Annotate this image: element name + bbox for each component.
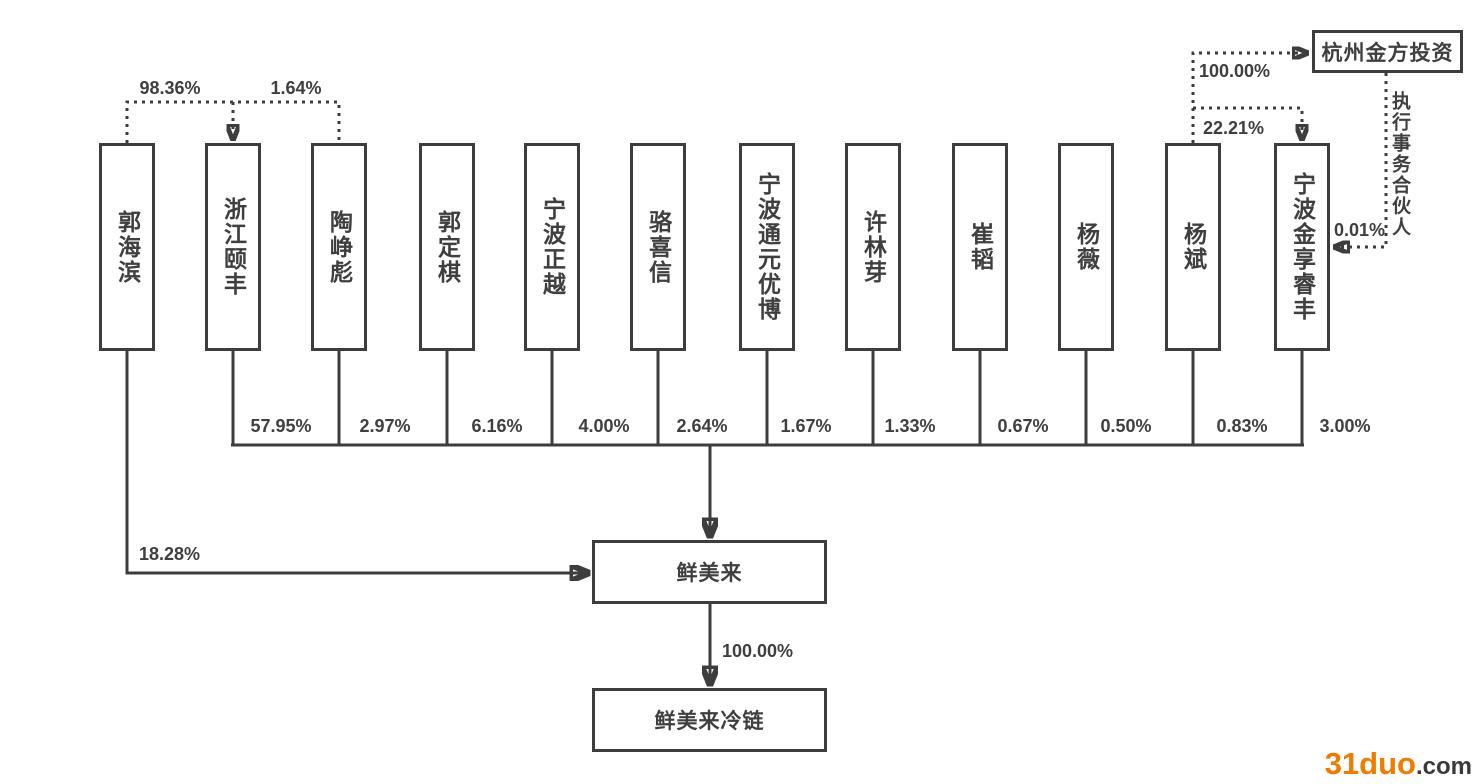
label-stake-jinxiang-ruifeng: 3.00% [1319, 416, 1371, 436]
label-stake-cui-tao: 0.67% [997, 416, 1049, 436]
subsidiary-name: 鲜美来冷链 [654, 710, 765, 733]
label-stake-yang-wei: 0.50% [1100, 416, 1152, 436]
shareholder-box-xu-linya: 许林芽 [845, 143, 901, 351]
label-stake-zhejiang-yifeng: 57.95% [250, 416, 312, 436]
shareholder-box-luo-xixin: 骆喜信 [630, 143, 686, 351]
edge-guo-haibin-to-company [125, 349, 589, 573]
shareholder-box-zhejiang-yifeng: 浙江颐丰 [205, 143, 261, 351]
shareholder-name: 杨斌 [1180, 222, 1207, 272]
shareholder-name: 宁波正越 [539, 197, 566, 297]
label-pct-jinfang-to-jinxiang: 0.01% [1334, 220, 1386, 240]
shareholder-box-cui-tao: 崔韬 [952, 143, 1008, 351]
label-gp-role: 执行事务合伙人 [1389, 91, 1410, 238]
shareholder-name: 郭海滨 [114, 209, 141, 285]
shareholder-name: 浙江颐丰 [220, 197, 247, 297]
label-pct-yangbin-to-jinfang: 100.00% [1199, 61, 1271, 81]
label-stake-xu-linya: 1.33% [884, 416, 936, 436]
label-stake-tongyuan-youbo: 1.67% [780, 416, 832, 436]
entity-box-company: 鲜美来 [592, 540, 827, 604]
shareholder-box-ningbo-tongyuan-youbo: 宁波通元优博 [739, 143, 795, 351]
label-stake-guo-haibin: 18.28% [139, 544, 201, 564]
label-stake-luo-xixin: 2.64% [676, 416, 728, 436]
edge-dashed-yangbin-to-jinfang [1191, 53, 1308, 143]
label-pct-yangbin-to-jinxiang: 22.21% [1203, 118, 1265, 138]
entity-box-hangzhou-jinfang: 杭州金方投资 [1312, 30, 1463, 73]
shareholder-name: 许林芽 [860, 209, 887, 285]
entity-name: 杭州金方投资 [1321, 41, 1454, 65]
shareholder-name: 陶峥彪 [326, 209, 353, 285]
shareholder-box-guo-haibin: 郭海滨 [99, 143, 155, 351]
shareholder-box-ningbo-zhengyue: 宁波正越 [524, 143, 580, 351]
edge-dashed-jinfang-to-jinxiang [1334, 73, 1388, 247]
label-pct-guo-to-yifeng: 98.36% [139, 78, 201, 98]
label-stake-yang-bin: 0.83% [1216, 416, 1268, 436]
shareholder-name: 宁波通元优博 [754, 172, 781, 322]
edge-dashed-yangbin-to-jinxiang [1193, 106, 1302, 140]
watermark: 31duo.com [1325, 748, 1472, 779]
shareholder-box-ningbo-jinxiang-ruifeng: 宁波金享睿丰 [1274, 143, 1330, 351]
edge-stems [231, 349, 1304, 445]
shareholder-name: 崔韬 [967, 222, 994, 272]
shareholder-name: 骆喜信 [645, 209, 672, 285]
shareholder-name: 郭定棋 [434, 209, 461, 285]
shareholder-box-tao-zhengbiao: 陶峥彪 [311, 143, 367, 351]
label-stake-ningbo-zhengyue: 4.00% [578, 416, 630, 436]
watermark-brand: 31duo [1324, 746, 1416, 781]
entity-box-subsidiary: 鲜美来冷链 [592, 688, 827, 752]
company-name: 鲜美来 [676, 562, 743, 585]
watermark-suffix: .com [1415, 753, 1472, 780]
label-pct-tao-to-yifeng: 1.64% [270, 78, 322, 98]
label-stake-tao-zhengbiao: 2.97% [359, 416, 411, 436]
shareholder-box-guo-dingqi: 郭定棋 [419, 143, 475, 351]
shareholder-box-yang-wei: 杨薇 [1058, 143, 1114, 351]
label-pct-company-to-subsidiary: 100.00% [722, 641, 794, 661]
label-stake-guo-dingqi: 6.16% [471, 416, 523, 436]
shareholder-name: 杨薇 [1073, 222, 1100, 272]
shareholder-name: 宁波金享睿丰 [1289, 172, 1316, 322]
shareholder-box-yang-bin: 杨斌 [1165, 143, 1221, 351]
